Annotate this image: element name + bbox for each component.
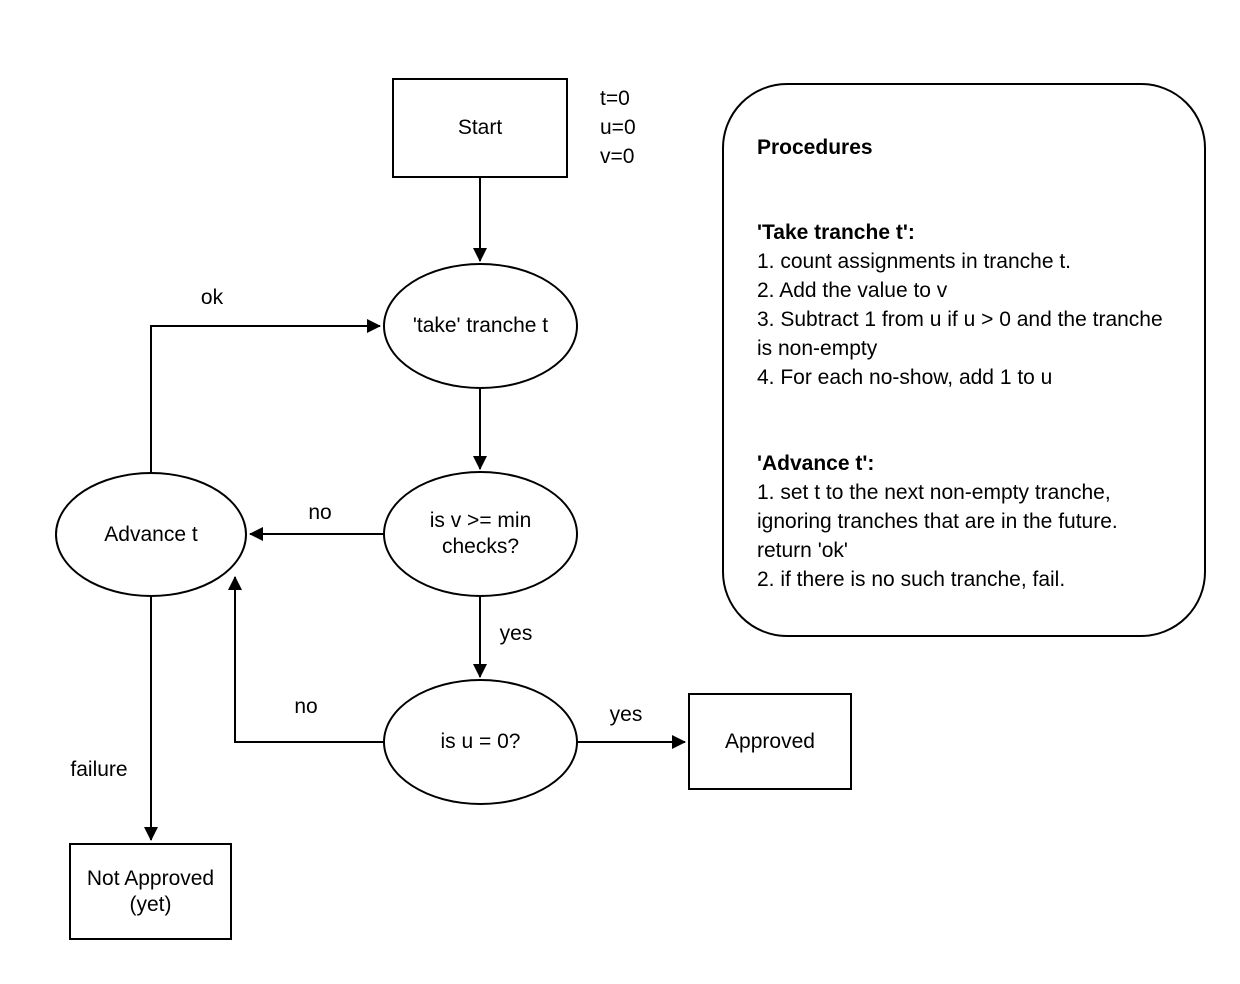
node-start-label: Start [457, 116, 503, 139]
node-start: Start [392, 78, 568, 178]
procedure-take-tranche-step: 3. Subtract 1 from u if u > 0 and the tr… [757, 308, 1163, 360]
edge-advance-to-take [150, 319, 381, 472]
node-advance-t: Advance t [55, 472, 247, 597]
init-value-v: v=0 [600, 145, 635, 168]
edge-label-failure: failure [68, 758, 130, 782]
node-approved-label: Approved [725, 729, 815, 753]
procedures-panel: Procedures 'Take tranche t': 1. count as… [722, 83, 1206, 637]
node-check-v-label: is v >= min checks? [429, 509, 532, 558]
node-advance-t-label: Advance t [104, 522, 198, 546]
procedure-advance-t-step: 2. if there is no such tranche, fail. [757, 568, 1066, 591]
node-take-tranche-label: 'take' tranche t [412, 314, 549, 337]
node-take-tranche: 'take' tranche t [383, 263, 578, 389]
node-not-approved-label: Not Approved (yet) [86, 866, 215, 916]
init-value-t: t=0 [600, 87, 630, 110]
procedure-take-tranche-section: 'Take tranche t': 1. count assignments i… [757, 218, 1177, 392]
edge-label-ok: ok [198, 286, 226, 310]
init-values-annotation: t=0 u=0 v=0 [600, 84, 636, 171]
node-approved: Approved [688, 693, 852, 790]
procedure-advance-t-heading: 'Advance t': [757, 452, 875, 475]
procedure-advance-t-step: 1. set t to the next non-empty tranche, … [757, 481, 1118, 562]
edge-label-yes-check-u: yes [607, 703, 645, 727]
node-not-approved: Not Approved (yet) [69, 843, 232, 940]
edge-label-no-check-u: no [292, 695, 320, 719]
procedures-panel-title: Procedures [757, 136, 873, 159]
node-check-u-label: is u = 0? [440, 730, 521, 753]
edge-label-no-check-v: no [306, 501, 334, 525]
procedure-take-tranche-step: 4. For each no-show, add 1 to u [757, 366, 1053, 389]
edge-label-yes-check-v: yes [497, 622, 535, 646]
procedure-take-tranche-step: 2. Add the value to v [757, 279, 948, 302]
procedure-take-tranche-heading: 'Take tranche t': [757, 221, 915, 244]
init-value-u: u=0 [600, 116, 636, 139]
edge-check-u-to-advance [228, 576, 383, 743]
procedure-advance-t-section: 'Advance t': 1. set t to the next non-em… [757, 449, 1177, 594]
node-check-v: is v >= min checks? [383, 471, 578, 597]
node-check-u: is u = 0? [383, 679, 578, 805]
procedure-take-tranche-step: 1. count assignments in tranche t. [757, 250, 1072, 273]
